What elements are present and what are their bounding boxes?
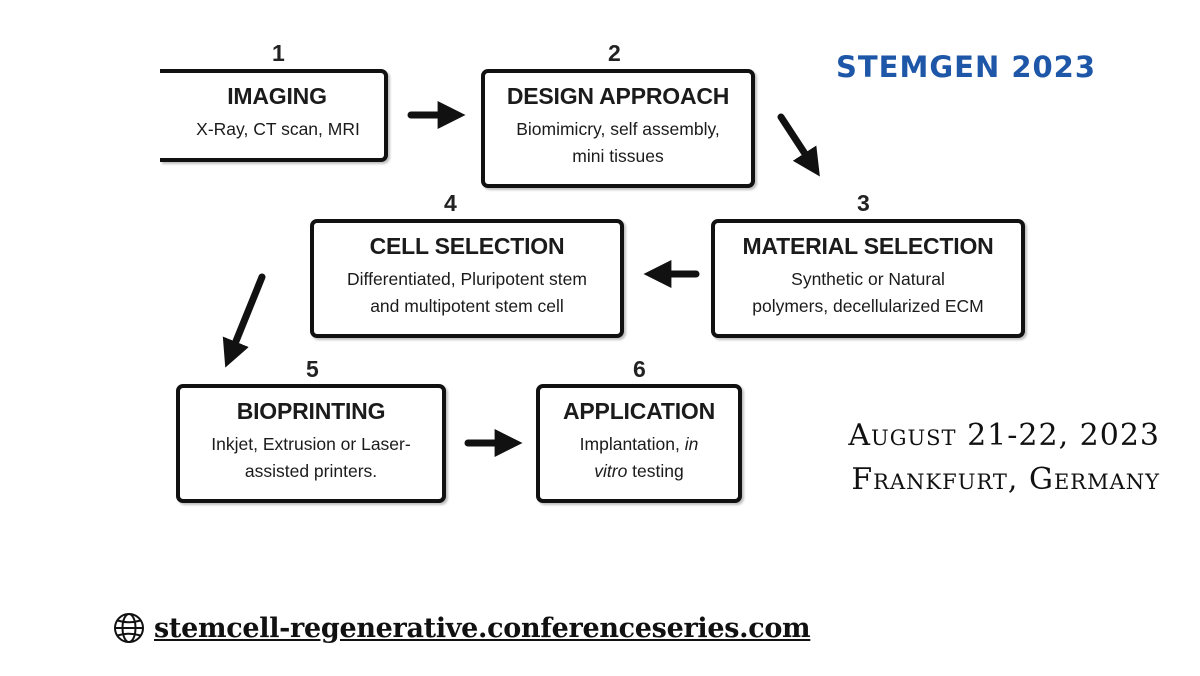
step-3-description-line-1: Synthetic or Natural <box>791 269 945 289</box>
brand-title: STEMGEN 2023 <box>836 50 1097 84</box>
step-5-description-line-1: Inkjet, Extrusion or Laser- <box>211 434 411 454</box>
step-6-title: APPLICATION <box>563 398 715 424</box>
step-5-title: BIOPRINTING <box>236 398 386 424</box>
step-3-title: MATERIAL SELECTION <box>742 233 994 259</box>
step-1-description: X-Ray, CT scan, MRI <box>196 119 360 139</box>
step-6-description: Implantation, in vitro testing <box>540 431 738 485</box>
step-6-number: 6 <box>633 356 646 382</box>
step-1-box: IMAGING X-Ray, CT scan, MRI <box>160 69 388 162</box>
step-2-description-line-2: mini tissues <box>572 146 664 166</box>
step-6-description-text-b: testing <box>627 461 684 481</box>
step-4-description-line-1: Differentiated, Pluripotent stem <box>347 269 587 289</box>
step-6-description-italic-in: in <box>684 434 699 454</box>
step-6-description-text-a: Implantation, <box>579 434 685 454</box>
step-3-description: Synthetic or Natural polymers, decellula… <box>715 266 1021 320</box>
step-2-description: Biomimicry, self assembly, mini tissues <box>485 116 751 170</box>
step-3-number: 3 <box>857 190 870 216</box>
step-5-description-line-2: assisted printers. <box>244 461 378 481</box>
step-5-box: BIOPRINTING Inkjet, Extrusion or Laser- … <box>176 384 446 503</box>
website-link[interactable]: stemcell-regenerative.conferenceseries.c… <box>154 612 811 644</box>
globe-icon <box>114 613 144 643</box>
step-1-number: 1 <box>272 40 285 66</box>
step-4-description-line-2: and multipotent stem cell <box>370 296 564 316</box>
step-4-number: 4 <box>444 190 457 216</box>
step-2-title: DESIGN APPROACH <box>506 83 730 109</box>
event-date: August 21-22, 2023 <box>848 418 1160 453</box>
step-6-box: APPLICATION Implantation, in vitro testi… <box>536 384 742 503</box>
step-2-number: 2 <box>608 40 621 66</box>
step-5-description: Inkjet, Extrusion or Laser- assisted pri… <box>180 431 442 485</box>
step-1-title: IMAGING <box>227 83 327 109</box>
step-5-number: 5 <box>306 356 319 382</box>
step-4-description: Differentiated, Pluripotent stem and mul… <box>314 266 620 320</box>
step-4-title: CELL SELECTION <box>369 233 565 259</box>
step-4-box: CELL SELECTION Differentiated, Pluripote… <box>310 219 624 338</box>
step-2-description-line-1: Biomimicry, self assembly, <box>516 119 720 139</box>
footer: stemcell-regenerative.conferenceseries.c… <box>112 611 811 645</box>
step-3-box: MATERIAL SELECTION Synthetic or Natural … <box>711 219 1025 338</box>
event-location: Frankfurt, Germany <box>851 462 1160 497</box>
step-3-description-line-2: polymers, decellularized ECM <box>752 296 984 316</box>
step-6-description-italic-vitro: vitro <box>594 461 628 481</box>
step-2-box: DESIGN APPROACH Biomimicry, self assembl… <box>481 69 755 188</box>
